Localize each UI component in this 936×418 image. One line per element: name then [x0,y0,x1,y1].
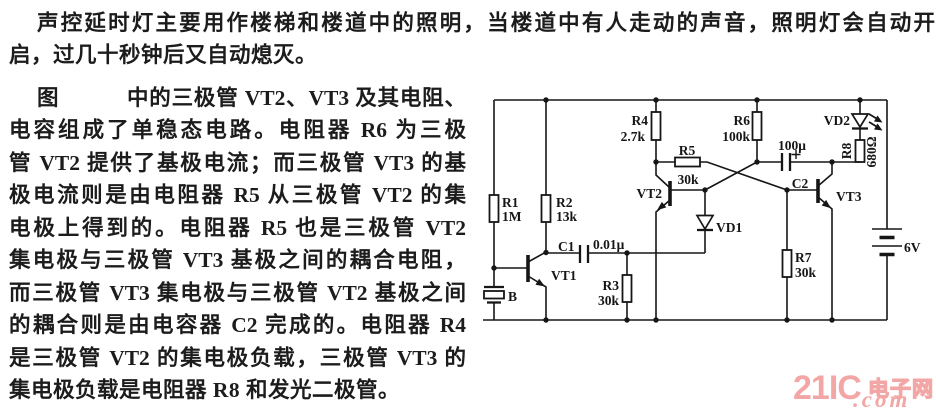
body-text-line: 启，过几十秒钟后又自动熄灭。 [9,43,318,67]
resistor-r3: R3 30k [598,253,633,320]
label-r7: R7 [795,250,812,265]
label-vt3: VT3 [836,189,862,204]
label-r4: R4 [632,113,649,128]
supply-rails [483,99,888,321]
label-r1-value: 1M [502,209,522,224]
diode-vd1: VD1 [695,190,742,253]
resistor-r1: R1 1M [488,100,522,268]
battery-6v: 6V [872,228,921,257]
transistor-vt3: VT3 [787,162,862,320]
label-r3: R3 [603,278,620,293]
resistor-r8: R8 680Ω [832,136,879,168]
body-text-line: 的耦合则是由电容器 C2 完成的。电阻器 R4 [9,313,466,337]
label-vd2: VD2 [824,113,850,128]
label-r7-value: 30k [795,265,817,280]
body-text-line: 声控延时灯主要用作楼梯和楼道中的照明，当楼道中有人走动的声音，照明灯会自动开 [37,11,935,35]
watermark-site-name: 电子网 [867,376,934,401]
label-r6: R6 [734,113,751,128]
label-r5: R5 [679,143,696,158]
label-r2-value: 13k [556,209,578,224]
watermark-brand: 21IC [793,369,862,407]
junction-dots [491,97,863,323]
resistor-r4: R4 2.7k [621,100,662,162]
body-text-line: 图 [37,86,60,110]
body-text-line: 极电流则是由电阻器 R5 从三极管 VT2 的集 [9,183,466,207]
label-r3-value: 30k [598,293,620,308]
label-r6-value: 100k [722,129,750,144]
body-text-line: 集电极负载是电阻器 R8 和发光二极管。 [9,378,401,402]
label-r8: R8 [839,143,854,160]
label-r4-value: 2.7k [621,129,646,144]
watermark-21ic: 21IC 电子网 .com [747,364,936,418]
resistor-r6: R6 100k [704,100,763,191]
label-vt2: VT2 [636,186,662,201]
microphone-b: B [483,268,517,320]
led-vd2: VD2 [824,100,883,140]
label-r1: R1 [502,195,519,210]
label-c1-value: 0.01μ [593,237,625,252]
resistor-r2: R2 13k [540,100,578,253]
resistor-r5: R5 30k [656,143,788,191]
label-c2-value: 100μ [778,138,806,153]
label-r8-value: 680Ω [864,136,879,167]
body-text-line: 管 VT2 提供了基极电流；而三极管 VT3 的基 [9,151,466,175]
capacitor-c1: C1 0.01μ [546,237,705,263]
body-text-line: 而三极管 VT3 集电极与三极管 VT2 基极之间 [9,281,466,305]
body-text-line: 是三极管 VT2 的集电极负载，三极管 VT3 的 [9,346,466,370]
label-vt1: VT1 [551,268,577,283]
watermark-domain: .com [853,387,911,412]
body-text-line: 电容组成了单稳态电路。电阻器 R6 为三极 [9,118,466,142]
label-c2: C2 [792,176,809,191]
label-r2: R2 [556,195,573,210]
transistor-vt2: VT2 [636,162,705,320]
capacitor-c2: 100μ C2 [757,138,832,191]
body-text-line: 电极上得到的。电阻器 R5 也是三极管 VT2 [9,216,466,240]
body-text-line: 中的三极管 VT2、VT3 及其电阻、 [127,86,466,110]
body-text-line: 集电极与三极管 VT3 基极之间的耦合电阻， [9,248,466,272]
label-mic: B [508,289,517,304]
label-r5-value: 30k [677,172,699,187]
label-c1: C1 [558,239,575,254]
resistor-r7: R7 30k [781,190,817,320]
label-battery: 6V [904,240,921,255]
transistor-vt1: VT1 [494,251,577,320]
label-vd1: VD1 [716,220,742,235]
